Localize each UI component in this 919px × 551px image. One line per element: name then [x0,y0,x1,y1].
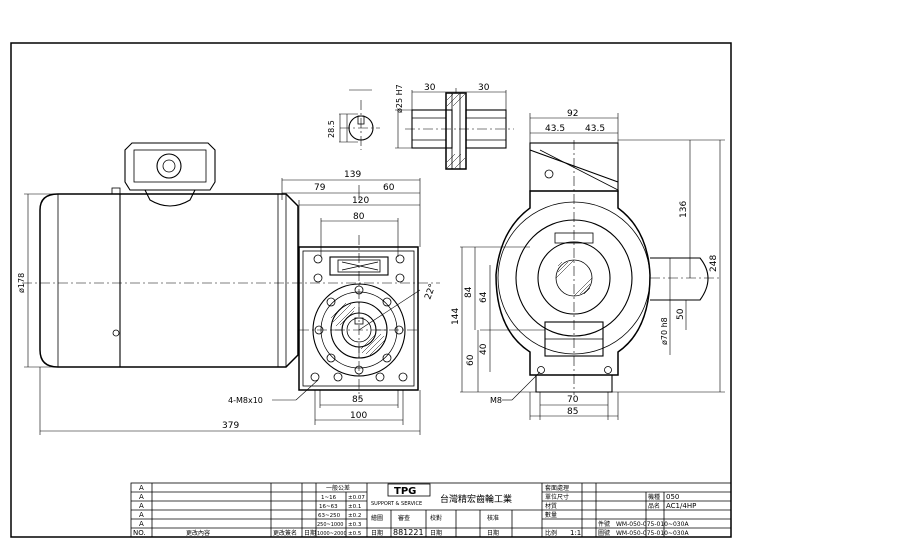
tol-value-3: ±0.2 [348,513,361,519]
dim-70h8: ø70 h8 [660,317,669,345]
company-tagline: SUPPORT & SERVICE [371,501,422,507]
dim-379: 379 [222,421,239,431]
material-label: 材質 [545,502,557,510]
motor-side-view [22,142,440,368]
drawing-no-value: WM-050-075-010~030A [616,530,689,537]
approve-label: 核准 [487,514,499,522]
title-block [130,482,732,538]
shaft-coupling-view [395,88,514,170]
key-section-view [339,89,380,150]
company-name: 台灣精宏齒輪工業 [440,493,512,505]
rev-content-label: 更改內容 [186,529,210,537]
dim-side-70: 70 [567,395,579,405]
date2-label: 日期 [430,529,442,537]
dim-248: 248 [709,255,719,272]
dim-84: 84 [464,286,474,298]
date3-label: 日期 [487,529,499,537]
drawing-type-label: 套面處理 [545,484,569,492]
unit-label: 單位尺寸 [545,493,569,501]
tol-range-4: 250~1000 [317,522,343,528]
dim-28-5: 28.5 [327,120,336,138]
dim-43-5-right: 43.5 [585,124,605,134]
dim-144: 144 [451,308,461,325]
scale-value: 1:1 [570,529,581,537]
company-logo-frame [387,483,431,497]
qty-label: 數量 [545,511,557,519]
dim-40: 40 [479,343,489,355]
drawn-label: 繪圖 [371,514,383,522]
company-logo: TPG [394,486,416,497]
dim-92: 92 [567,109,578,119]
rev-sign-label: 更改簽名 [273,529,297,537]
name-value: AC1/4HP [666,502,696,510]
check-label: 審查 [398,514,410,522]
dim-4-m8x10: 4-M8x10 [228,396,263,405]
dim-100: 100 [350,411,367,421]
tol-range-2: 16~63 [319,504,338,510]
tol-value-1: ±0.07 [348,495,365,501]
drawing-frame [10,42,732,538]
dim-43-5-left: 43.5 [545,124,565,134]
dim-22deg: 22° [423,283,438,301]
dim-60-side: 60 [466,354,476,366]
dim-50: 50 [676,308,686,320]
rev-mark-5: A [139,520,144,528]
title-block-text: A A A A A NO. 更改內容 更改簽名 日期 一般公差 1~16 ±0.… [133,483,696,537]
dim-79: 79 [314,183,326,193]
dim-85: 85 [352,395,363,405]
dim-m8: M8 [490,396,502,405]
dim-120: 120 [352,196,369,206]
dim-139: 139 [344,170,361,180]
dim-64: 64 [479,291,489,303]
gearbox-side-view [460,113,725,420]
front-dimensions [24,178,421,435]
tolerance-header: 一般公差 [326,484,350,492]
tol-value-5: ±0.5 [348,531,362,537]
rev-no-label: NO. [133,529,146,537]
model-label: 機種 [648,493,660,501]
dim-80: 80 [353,212,365,222]
rev-date-label: 日期 [304,529,316,537]
dim-136: 136 [679,201,689,218]
dim-25h7: ø25 H7 [395,84,404,113]
tol-value-2: ±0.1 [348,504,361,510]
name-label: 品名 [648,502,660,510]
scale-label: 比例 [545,529,557,537]
revision-marks: A A A A A [139,484,144,528]
tol-range-3: 63~250 [318,513,341,519]
rev-mark-1: A [139,484,144,492]
tol-range-5: 1000~2000 [317,531,347,537]
tol-value-4: ±0.3 [348,522,362,528]
date-value: 881221 [393,528,424,537]
dim-60: 60 [383,183,395,193]
model-value: 050 [666,493,679,501]
part-no-label: 件號 [598,520,610,528]
gearbox-front-view [298,235,421,400]
dim-shaft-30-left: 30 [424,83,436,93]
date-label: 日期 [371,529,383,537]
rev-mark-2: A [139,493,144,501]
dim-side-85: 85 [567,407,578,417]
drawing-no-label: 圖號 [598,529,610,537]
dim-178: ø178 [17,273,26,293]
inspect-label: 校對 [430,514,442,522]
rev-mark-3: A [139,502,144,510]
dim-shaft-30-right: 30 [478,83,490,93]
tol-range-1: 1~16 [321,495,337,501]
part-no-value: WM-050-075-010~030A [616,521,689,528]
rev-mark-4: A [139,511,144,519]
